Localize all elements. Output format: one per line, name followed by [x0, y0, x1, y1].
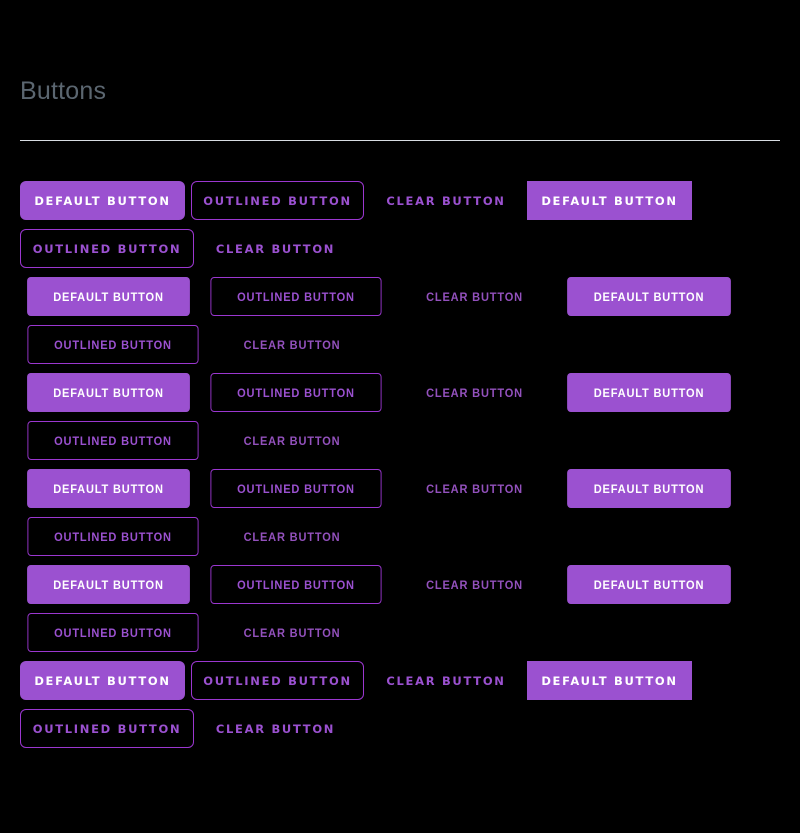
header-divider: [20, 140, 780, 141]
row-3a: DEFAULT BUTTON OUTLINED BUTTON CLEAR BUTTO…: [0, 373, 800, 419]
outlined-button[interactable]: OUTLINED BUTTON: [210, 469, 382, 508]
default-button[interactable]: DEFAULT BUTTON: [20, 181, 185, 220]
outlined-button[interactable]: OUTLINED BUTTON: [210, 277, 382, 316]
clear-button[interactable]: CLEAR BUTTON: [239, 421, 346, 460]
outlined-button[interactable]: OUTLINED BUTTON: [20, 229, 194, 268]
row-2a: DEFAULT BUTTON OUTLINED BUTTON CLEAR BUTTO…: [0, 277, 800, 323]
default-button[interactable]: DEFAULT BUTTON: [27, 565, 190, 604]
default-button[interactable]: DEFAULT BUTTON: [567, 565, 731, 604]
default-button[interactable]: DEFAULT BUTTON: [567, 469, 731, 508]
outlined-button[interactable]: OUTLINED BUTTON: [27, 325, 199, 364]
row-2b: OUTLINED BUTTON CLEAR BUTTON: [0, 325, 800, 371]
outlined-button[interactable]: OUTLINED BUTTON: [27, 421, 199, 460]
outlined-button[interactable]: OUTLINED BUTTON: [27, 517, 199, 556]
outlined-button[interactable]: OUTLINED BUTTON: [191, 661, 364, 700]
default-button[interactable]: DEFAULT BUTTON: [527, 661, 692, 700]
default-button[interactable]: DEFAULT BUTTON: [567, 277, 731, 316]
row-4a: DEFAULT BUTTON OUTLINED BUTTON CLEAR BUTTO…: [0, 469, 800, 515]
row-1b: OUTLINED BUTTON CLEAR BUTTON: [0, 229, 800, 275]
clear-button[interactable]: CLEAR BUTTON: [239, 613, 346, 652]
clear-button[interactable]: CLEAR BUTTON: [386, 661, 504, 700]
row-6b: OUTLINED BUTTON CLEAR BUTTON: [0, 709, 800, 755]
default-button[interactable]: DEFAULT BUTTON: [27, 469, 190, 508]
clear-button[interactable]: CLEAR BUTTON: [216, 709, 335, 748]
clear-button[interactable]: CLEAR BUTTON: [422, 373, 528, 412]
clear-button[interactable]: CLEAR BUTTON: [239, 325, 346, 364]
default-button[interactable]: DEFAULT BUTTON: [527, 181, 692, 220]
default-button[interactable]: DEFAULT BUTTON: [567, 373, 731, 412]
row-5a: DEFAULT BUTTON OUTLINED BUTTON CLEAR BUTTO…: [0, 565, 800, 611]
clear-button[interactable]: CLEAR BUTTON: [422, 277, 528, 316]
clear-button[interactable]: CLEAR BUTTON: [386, 181, 504, 220]
row-5b: OUTLINED BUTTON CLEAR BUTTON: [0, 613, 800, 659]
default-button[interactable]: DEFAULT BUTTON: [20, 661, 185, 700]
clear-button[interactable]: CLEAR BUTTON: [422, 469, 528, 508]
outlined-button[interactable]: OUTLINED BUTTON: [191, 181, 364, 220]
default-button[interactable]: DEFAULT BUTTON: [27, 373, 190, 412]
clear-button[interactable]: CLEAR BUTTON: [216, 229, 335, 268]
row-4b: OUTLINED BUTTON CLEAR BUTTON: [0, 517, 800, 563]
outlined-button[interactable]: OUTLINED BUTTON: [210, 373, 382, 412]
clear-button[interactable]: CLEAR BUTTON: [422, 565, 528, 604]
outlined-button[interactable]: OUTLINED BUTTON: [27, 613, 199, 652]
page-title: Buttons: [20, 77, 107, 105]
row-3b: OUTLINED BUTTON CLEAR BUTTON: [0, 421, 800, 467]
outlined-button[interactable]: OUTLINED BUTTON: [20, 709, 194, 748]
default-button[interactable]: DEFAULT BUTTON: [27, 277, 190, 316]
clear-button[interactable]: CLEAR BUTTON: [239, 517, 346, 556]
outlined-button[interactable]: OUTLINED BUTTON: [210, 565, 382, 604]
